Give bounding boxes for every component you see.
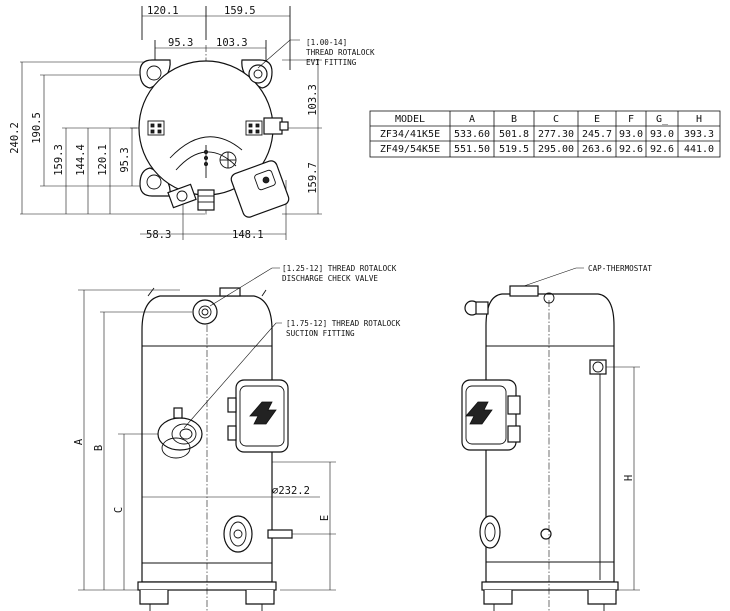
letter-h: H [623,475,635,481]
side-view: H CAP-THERMOSTAT [461,264,652,611]
dim-159-3: 159.3 [53,144,65,176]
table-cell-r0-f: 93.0 [619,129,643,140]
table-header-c: C [553,114,559,125]
table-header-model: MODEL [395,114,425,125]
discharge-fitting-top [248,64,268,84]
dim-103-3-top: 103.3 [216,37,248,49]
evi-note-line-1: [1.00-14] [306,38,347,47]
table-cell-r1-g: 92.6 [650,144,674,155]
letter-c: C [113,507,125,513]
dim-148-1: 148.1 [232,229,264,241]
dim-159-5: 159.5 [224,5,256,17]
terminal-plate-right [245,120,263,136]
terminal-plate-left [147,120,165,136]
table-cell-r1-b: 519.5 [499,144,529,155]
letter-a: A [73,438,85,445]
table-cell-r0-b: 501.8 [499,129,529,140]
dim-103-3-right: 103.3 [307,84,319,116]
discharge-check-valve-front [192,299,218,325]
cap-thermostat-note: CAP-THERMOSTAT [588,264,652,273]
table-header-a: A [469,114,475,125]
table-header-f: F [628,114,634,125]
table-cell-r1-e: 263.6 [582,144,612,155]
front-view: ∅232.2 A B C E [1.25-12] THREAD ROTALOCK… [73,264,401,611]
table-header-b: B [511,114,517,125]
top-view: 120.1 159.5 95.3 103.3 240.2 190.5 159.3… [9,5,375,241]
suction-note-line-1: [1.75-12] THREAD ROTALOCK [286,319,401,328]
table-header-g: G_ [656,114,669,125]
letter-e: E [319,515,331,521]
discharge-note-line-1: [1.25-12] THREAD ROTALOCK [282,264,397,273]
table-cell-r1-f: 92.6 [619,144,643,155]
suction-note-line-2: SUCTION FITTING [286,329,355,338]
table-cell-r0-c: 277.30 [538,129,574,140]
table-cell-r0-model: ZF34/41K5E [380,129,440,140]
table-cell-r1-h: 441.0 [684,144,714,155]
dim-120-1: 120.1 [147,5,179,17]
table-cell-r0-g: 93.0 [650,129,674,140]
dim-190-5: 190.5 [31,112,43,144]
table-cell-r0-e: 245.7 [582,129,612,140]
dim-159-7: 159.7 [307,162,319,194]
table-cell-r0-h: 393.3 [684,129,714,140]
dim-58-3: 58.3 [146,229,171,241]
oil-fitting-front [223,515,293,553]
side-lower-fitting [479,515,552,549]
dim-95-3-top: 95.3 [168,37,193,49]
evi-note-line-3: EVI FITTING [306,58,357,67]
terminal-box-side [461,379,521,451]
table-cell-r1-a: 551.50 [454,144,490,155]
evi-note-line-2: THREAD ROTALOCK [306,48,375,57]
terminal-box-front [227,379,289,453]
discharge-note-line-2: DISCHARGE CHECK VALVE [282,274,378,283]
suction-fitting-top [167,183,215,211]
table-cell-r1-c: 295.00 [538,144,574,155]
side-right-fitting [589,359,607,375]
dim-95-3-v: 95.3 [119,147,131,172]
dim-144-4: 144.4 [75,144,87,176]
table-header-e: E [594,114,600,125]
table-cell-r1-model: ZF49/54K5E [380,144,440,155]
table-header-h: H [696,114,702,125]
terminal-box-top [230,160,290,218]
evi-fitting-top [263,117,289,135]
dim-240-2: 240.2 [9,122,21,154]
table-cell-r0-a: 533.60 [454,129,490,140]
dimension-table: MODEL A B C E F G_ H ZF34/41K5E 533.60 5… [369,110,721,158]
diameter-label: ∅232.2 [272,485,310,497]
dim-120-1-v: 120.1 [97,144,109,176]
letter-b: B [93,445,105,451]
